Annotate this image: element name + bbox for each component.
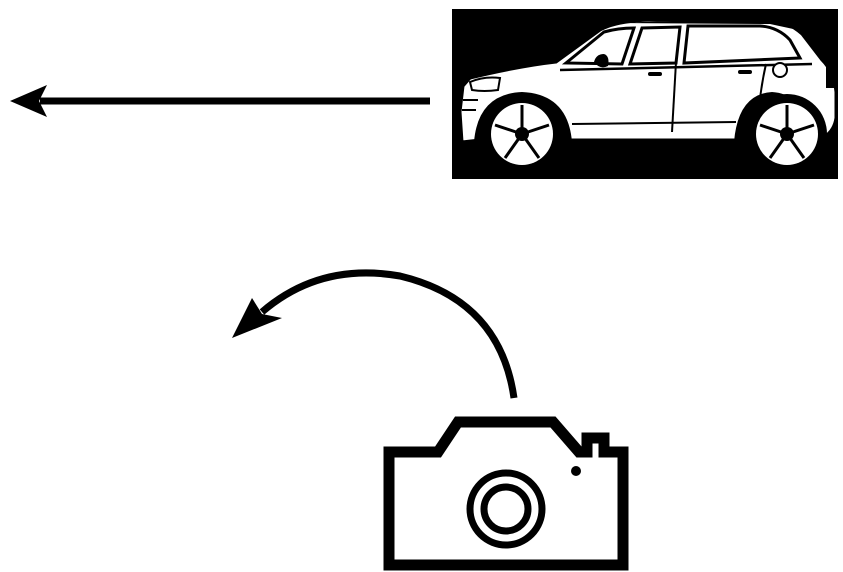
camera-body xyxy=(383,416,629,571)
arrow-left-icon xyxy=(10,85,430,117)
camera-flash-dot xyxy=(571,466,581,476)
car-door-line-front xyxy=(671,61,677,133)
curved-arrow-shaft xyxy=(259,269,518,399)
car-door-handle-rear xyxy=(738,70,752,74)
car-front-window xyxy=(561,26,637,66)
curved-arrow-head xyxy=(232,298,282,338)
car-sill-line xyxy=(571,121,737,125)
car-taillight xyxy=(826,64,834,88)
car-front-wheel xyxy=(482,94,562,174)
camera-lens-inner xyxy=(480,483,532,535)
curved-arrow-left-icon xyxy=(232,269,518,399)
arrow-left-head xyxy=(10,85,47,117)
car-fuel-cap xyxy=(772,62,788,78)
car-side-window-front xyxy=(627,25,682,66)
car-headlight xyxy=(468,76,502,92)
car-icon xyxy=(452,9,838,179)
car-rear-wheel xyxy=(747,94,827,174)
car-belt-line xyxy=(559,62,813,72)
car-mirror xyxy=(594,54,609,68)
car-roof xyxy=(612,18,798,30)
car-grille xyxy=(462,99,478,111)
car-door-handle-front xyxy=(648,72,662,76)
camera-icon xyxy=(383,416,629,571)
camera-lens-outer xyxy=(466,469,546,549)
car-side-window-rear xyxy=(682,24,803,65)
